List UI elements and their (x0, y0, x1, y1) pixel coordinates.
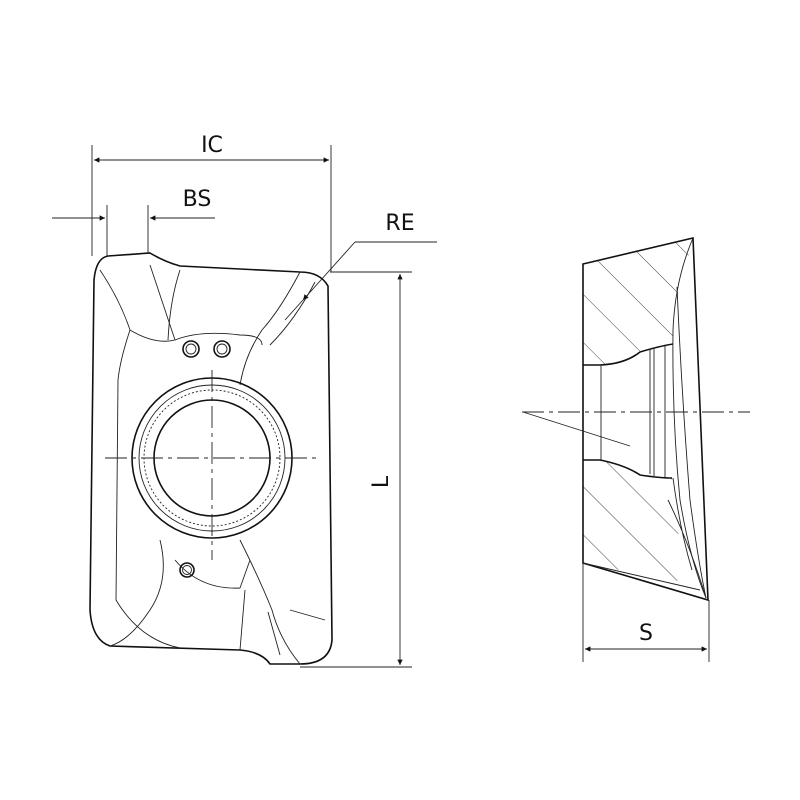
dimension-l: L (300, 271, 412, 668)
lower-facet (239, 539, 301, 665)
dimension-s: S (582, 563, 710, 662)
top-pocket (174, 332, 263, 346)
side-leader (522, 411, 631, 447)
pin-hole (179, 562, 195, 578)
side-outline (582, 236, 709, 602)
ic-label: IC (201, 133, 223, 158)
dimension-ic: IC (91, 133, 332, 272)
bs-label: BS (183, 187, 212, 212)
dimension-re: RE (284, 211, 437, 321)
corner-detail (267, 609, 326, 656)
edge-line (115, 329, 181, 649)
edge-line (167, 269, 246, 651)
re-label: RE (385, 211, 414, 236)
pin-hole (182, 340, 200, 358)
edge-line (269, 281, 316, 346)
corner-facet (99, 264, 176, 342)
pin-hole (213, 340, 231, 358)
edge-line (239, 271, 301, 386)
dimension-bs: BS (52, 187, 215, 256)
l-label: L (369, 475, 394, 488)
side-view (522, 236, 750, 602)
front-view (89, 252, 333, 665)
lower-facet (109, 539, 164, 647)
s-label: S (639, 621, 653, 646)
